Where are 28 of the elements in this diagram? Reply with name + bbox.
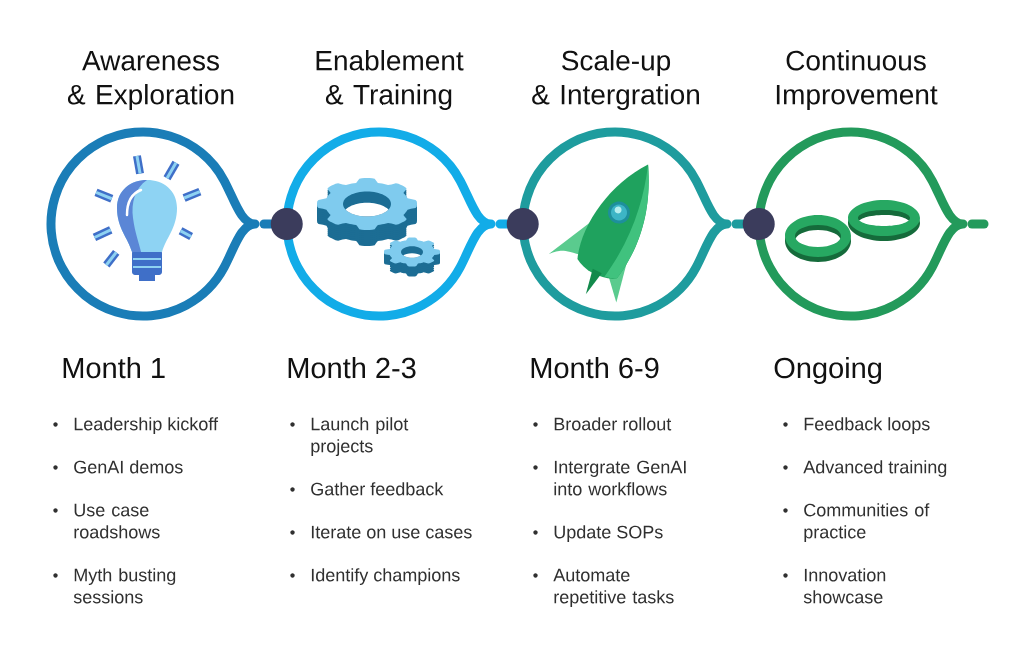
list-item: GenAI demos <box>74 460 183 474</box>
list-item: Launch pilot projects <box>311 417 409 456</box>
list-item: Innovation showcase <box>803 568 886 604</box>
list-item: Identify champions <box>311 568 460 585</box>
list-item: Intergrate GenAI into workflows <box>554 460 686 496</box>
list-item: Gather feedback <box>311 482 444 496</box>
connector <box>731 208 775 240</box>
list-item: Broader rollout <box>554 417 672 431</box>
duration-heading: Month 6-9 <box>531 356 659 379</box>
phase-title: Enablement & Training <box>316 49 464 111</box>
connector <box>495 208 539 240</box>
duration-heading: Month 1 <box>63 356 165 379</box>
connector <box>967 219 989 229</box>
list-item: Use case roadshows <box>74 503 160 539</box>
list-item: Update SOPs <box>554 525 663 542</box>
duration-heading: Month 2-3 <box>288 356 416 379</box>
list-item: Feedback loops <box>804 417 930 434</box>
list-item: Communities of practice <box>804 503 930 542</box>
list-item: Iterate on use cases <box>311 525 472 539</box>
list-item: Advanced training <box>803 460 947 477</box>
list-item: Leadership kickoff <box>74 417 219 434</box>
list-item: Automate repetitive tasks <box>553 568 674 607</box>
phase-title: Awareness & Exploration <box>67 51 234 111</box>
list-item: Myth busting sessions <box>73 568 176 604</box>
connector <box>259 208 303 240</box>
phase-title: Scale-up & Intergration <box>532 49 699 111</box>
phase-title: Continuous Improvement <box>776 49 938 111</box>
duration-heading: Ongoing <box>774 356 882 384</box>
